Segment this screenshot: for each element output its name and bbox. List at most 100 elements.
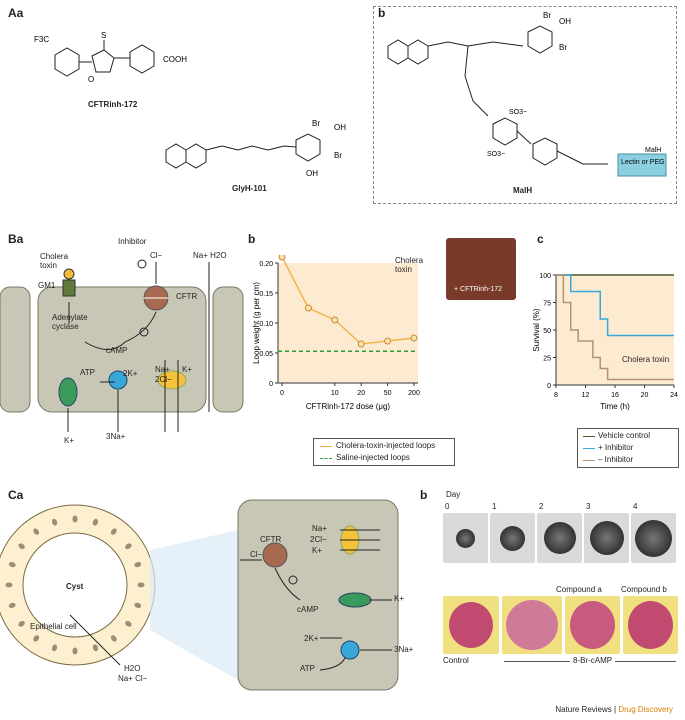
series-line-2: [556, 274, 674, 381]
chem-o: O: [88, 75, 94, 84]
chem-cooh: COOH: [163, 55, 187, 64]
day-label-2: 2: [539, 502, 544, 511]
chem-f3c: F3C: [34, 35, 49, 44]
photo-intestine: [446, 238, 516, 300]
legend-b: Cholera-toxin-injected loops Saline-inje…: [313, 438, 455, 466]
cyst-diagram: [0, 499, 399, 691]
footer-credit: Nature Reviews | Drug Discovery: [555, 705, 673, 714]
malh-box: [373, 6, 677, 204]
label-camp: cAMP: [106, 346, 128, 355]
data-point: [331, 316, 339, 324]
x-tick-label: 20: [641, 392, 649, 399]
x-axis-label: Time (h): [600, 402, 630, 411]
label-cftr-c: CFTR: [260, 535, 282, 544]
panel-label-Ba: Ba: [8, 232, 24, 246]
data-point: [278, 255, 286, 261]
label-malh: MalH: [513, 186, 533, 195]
y-tick-label: 0.05: [259, 351, 273, 358]
label-na-c: Na+: [312, 524, 327, 533]
cell-nucleus: [72, 515, 78, 523]
chem-br-1: Br: [312, 119, 320, 128]
legend-c: Vehicle control + Inhibitor – Inhibitor: [577, 428, 679, 468]
cell-nucleus: [134, 602, 142, 609]
chemical-structures: F3C COOH S O Br OH Br OH: [34, 31, 346, 178]
cell-nucleus: [92, 644, 99, 652]
legend-c-2: + Inhibitor: [598, 443, 634, 452]
series-line-1: [556, 274, 674, 337]
x-tick-label: 16: [611, 392, 619, 399]
data-point: [304, 304, 312, 312]
x-tick-label: 8: [554, 392, 558, 399]
chem-oh-2: OH: [306, 169, 318, 178]
cell-nucleus: [92, 518, 99, 526]
y-tick-label: 25: [543, 356, 551, 363]
cell-nucleus: [8, 561, 16, 568]
y-axis-label: Survival (%): [532, 308, 541, 351]
malh-so3-2: SO3−: [487, 151, 505, 158]
panel-label-Ab: b: [378, 6, 386, 20]
label-glyh-101: GlyH-101: [232, 184, 267, 193]
chem-br-2: Br: [334, 151, 342, 160]
label-2cl: 2Cl−: [155, 375, 172, 384]
day-label-3: 3: [586, 502, 591, 511]
photo-label-top: Cholera toxin: [395, 256, 424, 274]
legend-swatch-2: [320, 458, 332, 459]
label-nacl: Na+ Cl−: [118, 674, 148, 683]
malh-so3-1: SO3−: [509, 109, 527, 116]
label-br-camp: 8-Br-cAMP: [570, 656, 616, 665]
chem-s: S: [101, 31, 106, 40]
label-k: K+: [182, 365, 193, 374]
legend-c-1: Vehicle control: [598, 431, 651, 440]
cell-nucleus: [134, 561, 142, 568]
cell-nucleus: [51, 518, 58, 526]
plot-area: [278, 263, 418, 383]
cell-nucleus: [8, 602, 16, 609]
label-adenylate: Adenylate cyclase: [52, 313, 88, 331]
malh-lectin: Lectin or PEG: [621, 159, 665, 166]
label-day: Day: [446, 490, 461, 499]
structure-cftrinh-172: [54, 40, 155, 77]
label-3na: 3Na+: [106, 432, 126, 441]
label-atp-c: ATP: [300, 664, 315, 673]
malh-br-1: Br: [543, 11, 551, 20]
legend-c-swatch-1: [583, 436, 595, 437]
label-3na-c: 3Na+: [394, 645, 414, 654]
label-compound-b: Compound b: [621, 585, 667, 594]
x-tick-label: 20: [357, 390, 365, 397]
label-c-annotation: Cholera toxin: [622, 355, 670, 364]
series-cholera-line: [281, 256, 415, 345]
label-gm1: GM1: [38, 281, 56, 290]
cell-nucleus: [33, 528, 40, 535]
legend-c-3: – Inhibitor: [598, 455, 634, 464]
x-tick-label: 200: [408, 390, 420, 397]
legend-2: Saline-injected loops: [336, 453, 410, 462]
label-epithelial: Epithelial cell: [30, 622, 77, 631]
day-label-4: 4: [633, 502, 638, 511]
footer-journal: Drug Discovery: [618, 705, 673, 714]
cell-nucleus: [125, 620, 132, 627]
label-cl-c: Cl−: [250, 550, 263, 559]
micrograph-day-1: [490, 513, 535, 563]
cell-nucleus: [72, 647, 78, 655]
y-tick-label: 0: [269, 381, 273, 388]
y-tick-label: 0: [547, 383, 551, 390]
label-inhibitor: Inhibitor: [118, 237, 147, 246]
label-k-c: K+: [312, 546, 323, 555]
structure-glyh-101: [165, 133, 321, 169]
data-point: [357, 340, 365, 348]
y-tick-label: 0.15: [259, 291, 273, 298]
y-tick-label: 50: [543, 328, 551, 335]
micrograph-day-3: [584, 513, 629, 563]
photo-label-bottom: + CFTRinh-172: [454, 286, 503, 293]
label-cftrinh-172: CFTRinh-172: [88, 100, 138, 109]
cell-nucleus: [5, 582, 13, 588]
structure-malh: Br OH Br SO3− SO3− Lectin or PEG MalH: [387, 11, 667, 177]
micrograph-day-4: [631, 513, 676, 563]
y-tick-label: 0.20: [259, 261, 273, 268]
legend-1: Cholera-toxin-injected loops: [336, 441, 436, 450]
cell-nucleus: [110, 528, 117, 535]
cell-nucleus: [18, 543, 25, 550]
y-tick-label: 0.10: [259, 321, 273, 328]
